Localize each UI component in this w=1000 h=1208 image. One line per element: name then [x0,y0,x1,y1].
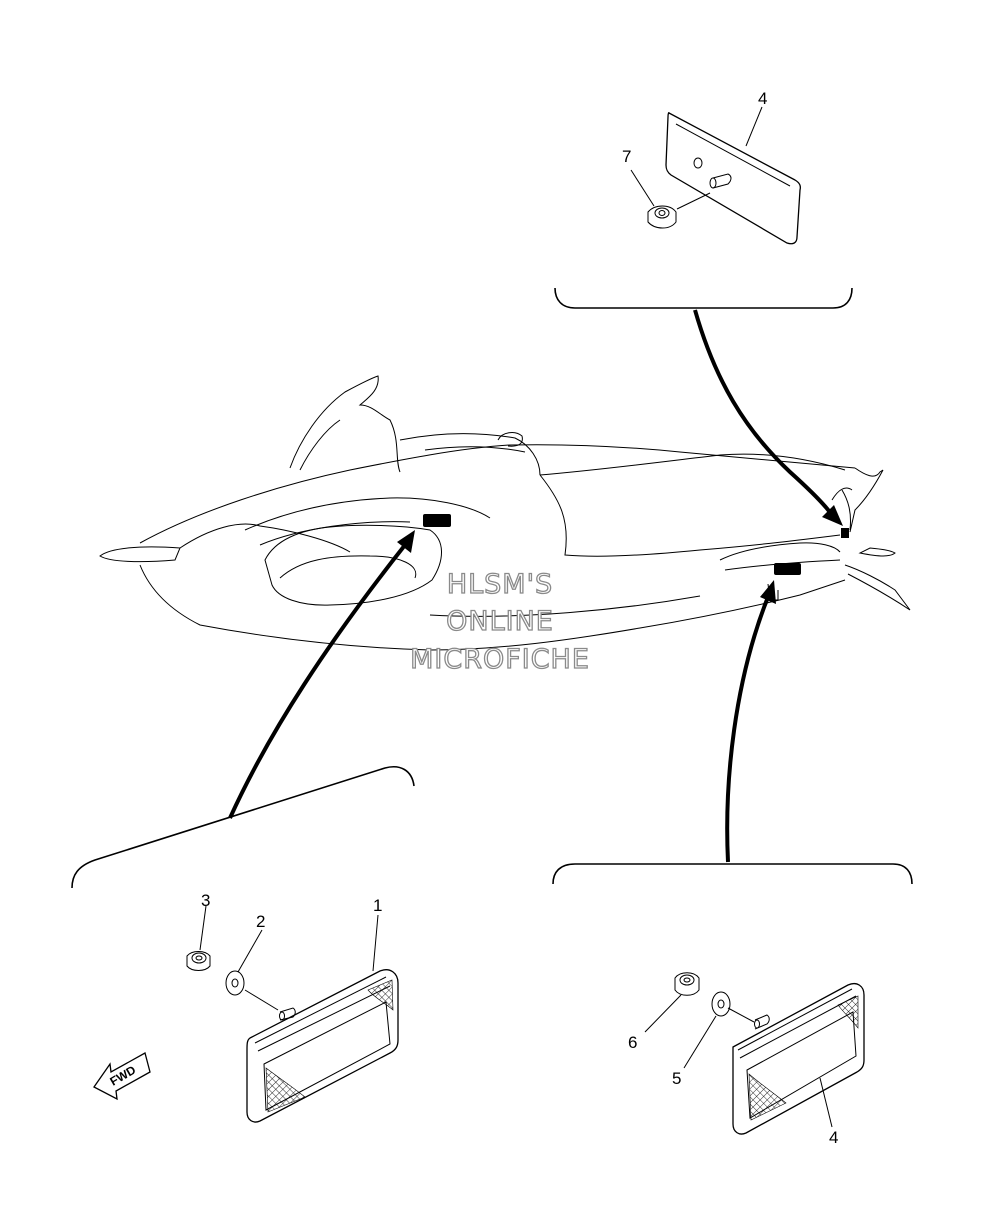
reflector-mark-rear [774,563,801,575]
reflector-mark-tail [841,528,849,538]
left-callout-lines [199,905,379,973]
reflector-mark-front [423,514,451,527]
leader-arrows [228,309,843,863]
callout-left-reflector: 1 [373,896,382,915]
right-reflector-part [727,982,865,1135]
callout-left-nut: 3 [201,891,210,910]
watermark-line-2: ONLINE [446,606,554,637]
fwd-direction-arrow: FWD [93,1052,151,1101]
callout-top-reflector: 4 [758,89,767,108]
watercraft-outline [99,375,911,651]
watermark: HLSM'S ONLINE MICROFICHE [409,568,590,675]
top-detail-frame [554,287,853,309]
callout-right-washer: 5 [672,1069,681,1088]
callout-right-nut: 6 [628,1033,637,1052]
top-reflector-part [665,111,801,245]
left-detail-frame [71,766,415,889]
top-nut-part [647,205,677,229]
watermark-line-3: MICROFICHE [410,644,590,675]
watermark-line-1: HLSM'S [447,569,553,600]
callout-left-washer: 2 [256,912,265,931]
top-callout-lines [630,106,763,207]
left-reflector-part [244,969,399,1123]
callout-top-nut: 7 [622,147,631,166]
right-nut-part [674,972,700,996]
right-callout-lines [644,994,833,1128]
callout-right-reflector: 4 [829,1128,838,1147]
left-washer-part [225,970,245,996]
right-washer-part [711,991,731,1017]
right-detail-frame [552,863,913,885]
left-nut-part [186,951,211,971]
